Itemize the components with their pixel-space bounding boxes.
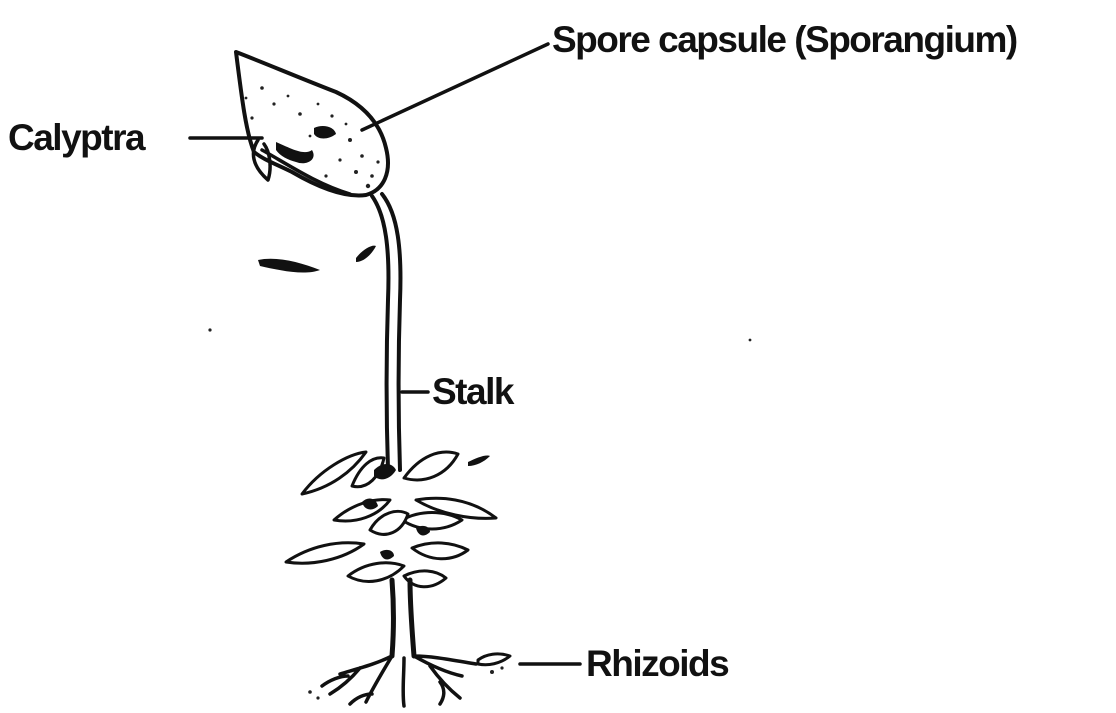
leafy-shoot xyxy=(286,452,496,656)
label-stalk: Stalk xyxy=(432,371,515,412)
spore-capsule xyxy=(236,52,388,195)
rhizoids xyxy=(308,654,510,706)
label-spore-capsule: Spore capsule (Sporangium) xyxy=(552,19,1017,60)
label-calyptra: Calyptra xyxy=(8,117,146,158)
label-rhizoids: Rhizoids xyxy=(586,643,729,684)
stalk xyxy=(372,194,400,470)
stray-marks xyxy=(208,246,751,466)
capsule-stipple xyxy=(245,86,380,188)
leader-line-spore-capsule xyxy=(362,44,548,130)
